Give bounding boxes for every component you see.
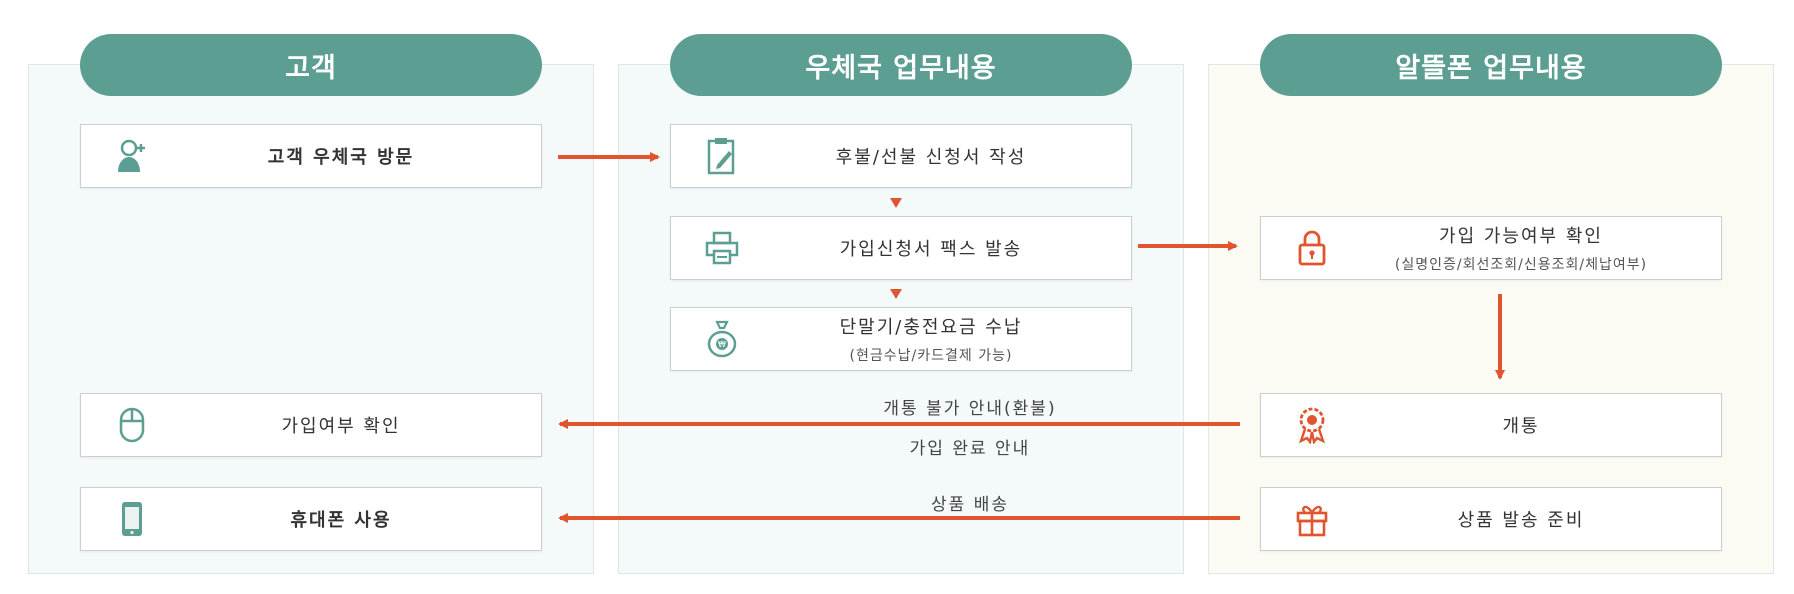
activation-label: 개통 <box>1502 416 1540 437</box>
fax-label: 가입신청서 팩스 발송 <box>839 239 1023 260</box>
customer-use-label: 휴대폰 사용 <box>290 510 392 531</box>
phone-icon <box>115 499 149 539</box>
customer-check-label: 가입여부 확인 <box>281 416 401 437</box>
money-bag-icon: ₩ <box>705 319 739 359</box>
application-label: 후불/선불 신청서 작성 <box>835 147 1027 168</box>
printer-icon <box>705 228 739 268</box>
user-add-icon <box>115 136 149 176</box>
shipping-prep-box: 상품 발송 준비 <box>1260 487 1722 551</box>
alddle-header: 알뜰폰 업무내용 <box>1260 34 1722 96</box>
award-icon <box>1295 405 1329 445</box>
customer-check-box: 가입여부 확인 <box>80 393 542 457</box>
not-possible-label: 개통 불가 안내(환불) <box>883 399 1057 419</box>
activation-box: 개통 <box>1260 393 1722 457</box>
payment-box: ₩ 단말기/충전요금 수납 (현금수납/카드결제 가능) <box>670 307 1132 371</box>
gift-icon <box>1295 499 1329 539</box>
fax-box: 가입신청서 팩스 발송 <box>670 216 1132 280</box>
form-edit-icon <box>705 136 739 176</box>
payment-sub-label: (현금수납/카드결제 가능) <box>849 348 1013 364</box>
eligibility-sub-label: (실명인증/회선조회/신용조회/체납여부) <box>1394 257 1648 273</box>
shipping-prep-label: 상품 발송 준비 <box>1457 510 1585 531</box>
eligibility-box: 가입 가능여부 확인 (실명인증/회선조회/신용조회/체납여부) <box>1260 216 1722 280</box>
application-box: 후불/선불 신청서 작성 <box>670 124 1132 188</box>
arrow-fax-to-payment <box>890 289 902 299</box>
arrow-application-to-fax <box>890 198 902 208</box>
post-office-header: 우체국 업무내용 <box>670 34 1132 96</box>
eligibility-label: 가입 가능여부 확인 <box>1439 226 1603 247</box>
payment-label: 단말기/충전요금 수납 <box>839 317 1023 338</box>
customer-header: 고객 <box>80 34 542 96</box>
mouse-icon <box>115 405 149 445</box>
customer-visit-label: 고객 우체국 방문 <box>267 147 415 168</box>
svg-text:₩: ₩ <box>718 340 726 349</box>
customer-visit-box: 고객 우체국 방문 <box>80 124 542 188</box>
delivery-label: 상품 배송 <box>931 495 1009 515</box>
lock-icon <box>1295 228 1329 268</box>
customer-use-box: 휴대폰 사용 <box>80 487 542 551</box>
complete-label: 가입 완료 안내 <box>909 439 1031 459</box>
